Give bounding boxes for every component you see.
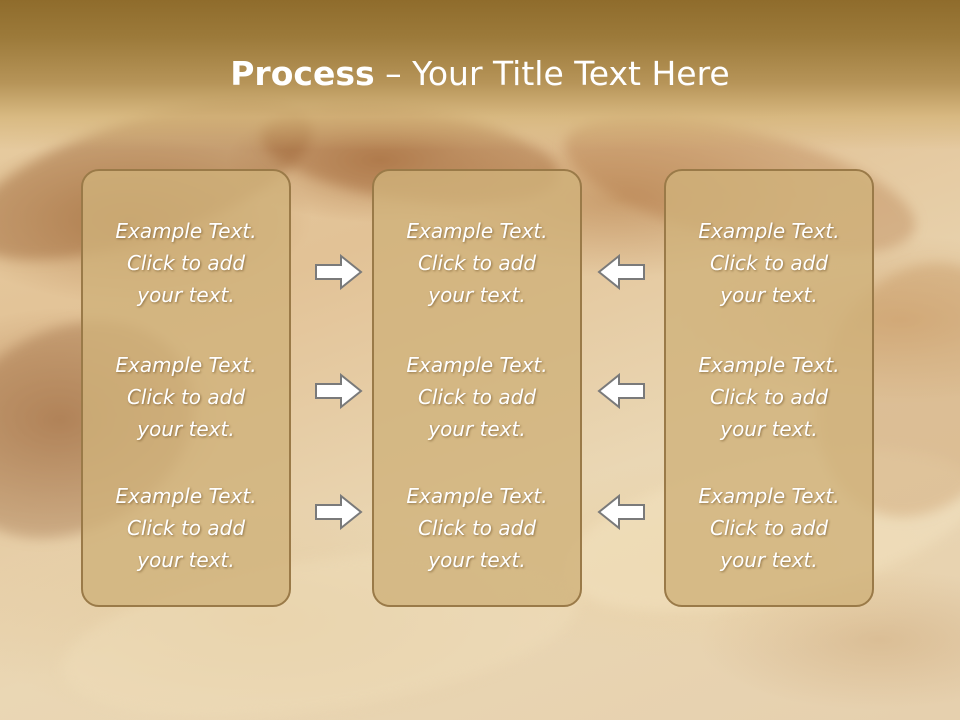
arrow-right-icon[interactable] — [314, 371, 364, 411]
text-line: Example Text. — [698, 484, 840, 508]
text-line: your text. — [428, 548, 526, 572]
arrow-right-icon[interactable] — [314, 492, 364, 532]
arrow-left-icon[interactable] — [596, 492, 646, 532]
text-placeholder[interactable]: Example Text. Click to add your text. — [83, 480, 289, 576]
text-line: your text. — [137, 548, 235, 572]
arrow-left-icon[interactable] — [596, 371, 646, 411]
text-line: Example Text. — [698, 219, 840, 243]
text-placeholder[interactable]: Example Text. Click to add your text. — [374, 215, 580, 311]
text-line: Example Text. — [406, 484, 548, 508]
text-line: Example Text. — [406, 353, 548, 377]
text-placeholder[interactable]: Example Text. Click to add your text. — [666, 215, 872, 311]
text-line: your text. — [428, 417, 526, 441]
text-line: Click to add — [417, 516, 537, 540]
text-placeholder[interactable]: Example Text. Click to add your text. — [666, 349, 872, 445]
text-placeholder[interactable]: Example Text. Click to add your text. — [666, 480, 872, 576]
text-line: your text. — [720, 283, 818, 307]
text-line: Example Text. — [115, 219, 257, 243]
text-placeholder[interactable]: Example Text. Click to add your text. — [374, 349, 580, 445]
text-line: Example Text. — [698, 353, 840, 377]
text-line: Click to add — [709, 385, 829, 409]
text-line: Click to add — [126, 251, 246, 275]
text-placeholder[interactable]: Example Text. Click to add your text. — [374, 480, 580, 576]
text-line: your text. — [137, 417, 235, 441]
text-line: Example Text. — [115, 353, 257, 377]
process-box-middle[interactable]: Example Text. Click to add your text. Ex… — [372, 169, 582, 607]
arrow-right-icon[interactable] — [314, 252, 364, 292]
text-line: your text. — [137, 283, 235, 307]
title-rest-part: – Your Title Text Here — [374, 54, 730, 93]
text-line: Click to add — [709, 251, 829, 275]
process-box-right[interactable]: Example Text. Click to add your text. Ex… — [664, 169, 874, 607]
slide-title[interactable]: Process – Your Title Text Here — [0, 52, 960, 96]
text-placeholder[interactable]: Example Text. Click to add your text. — [83, 349, 289, 445]
process-box-left[interactable]: Example Text. Click to add your text. Ex… — [81, 169, 291, 607]
text-line: Example Text. — [115, 484, 257, 508]
text-line: your text. — [720, 417, 818, 441]
title-bar — [0, 0, 960, 150]
text-line: Click to add — [126, 385, 246, 409]
text-line: your text. — [428, 283, 526, 307]
text-line: Click to add — [417, 251, 537, 275]
text-line: Click to add — [126, 516, 246, 540]
text-placeholder[interactable]: Example Text. Click to add your text. — [83, 215, 289, 311]
text-line: Click to add — [709, 516, 829, 540]
title-bold-part: Process — [230, 54, 375, 93]
text-line: Click to add — [417, 385, 537, 409]
text-line: Example Text. — [406, 219, 548, 243]
arrow-left-icon[interactable] — [596, 252, 646, 292]
text-line: your text. — [720, 548, 818, 572]
